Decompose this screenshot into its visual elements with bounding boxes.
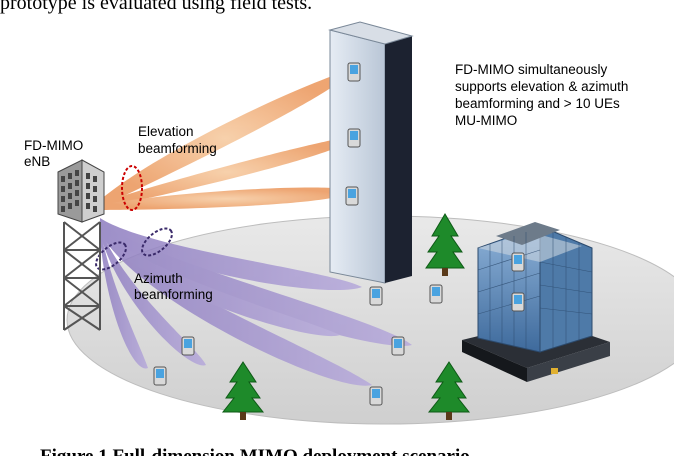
note-line4: MU-MIMO bbox=[455, 113, 517, 128]
note-line2: supports elevation & azimuth bbox=[455, 79, 628, 94]
phone-icon bbox=[345, 186, 359, 206]
phone-icon bbox=[347, 62, 361, 82]
elevation-label-line2: beamforming bbox=[138, 141, 217, 156]
phone-icon bbox=[429, 284, 443, 304]
phone-icon bbox=[511, 292, 525, 312]
azimuth-beams bbox=[100, 218, 412, 386]
note-line1: FD-MIMO simultaneously bbox=[455, 62, 608, 77]
phone-icon bbox=[153, 366, 167, 386]
note-line3: beamforming and > 10 UEs bbox=[455, 96, 620, 111]
elevation-marker bbox=[121, 165, 143, 211]
elevation-beams bbox=[100, 70, 356, 210]
office-building-icon bbox=[462, 222, 610, 382]
tree-icon bbox=[425, 213, 465, 276]
phone-icon bbox=[369, 286, 383, 306]
phone-icon bbox=[391, 336, 405, 356]
enb-label-line1: FD-MIMO bbox=[24, 138, 83, 153]
base-station-icon bbox=[57, 159, 105, 331]
enb-label-line2: eNB bbox=[24, 154, 50, 169]
tree-icon bbox=[221, 361, 265, 420]
azimuth-label-line1: Azimuth bbox=[134, 271, 183, 286]
phone-icon bbox=[511, 252, 525, 272]
azimuth-marker-2 bbox=[95, 241, 127, 271]
phone-icon bbox=[369, 386, 383, 406]
figure-caption: Figure 1 Full-dimension MIMO deployment … bbox=[40, 446, 470, 456]
top-text: prototype is evaluated using field tests… bbox=[0, 0, 312, 14]
phone-icon bbox=[347, 128, 361, 148]
skyscraper-icon bbox=[328, 21, 414, 284]
tree-icon bbox=[427, 361, 471, 420]
elevation-label-line1: Elevation bbox=[138, 124, 194, 139]
phone-icon bbox=[181, 336, 195, 356]
azimuth-label-line2: beamforming bbox=[134, 287, 213, 302]
azimuth-marker-1 bbox=[141, 227, 173, 257]
